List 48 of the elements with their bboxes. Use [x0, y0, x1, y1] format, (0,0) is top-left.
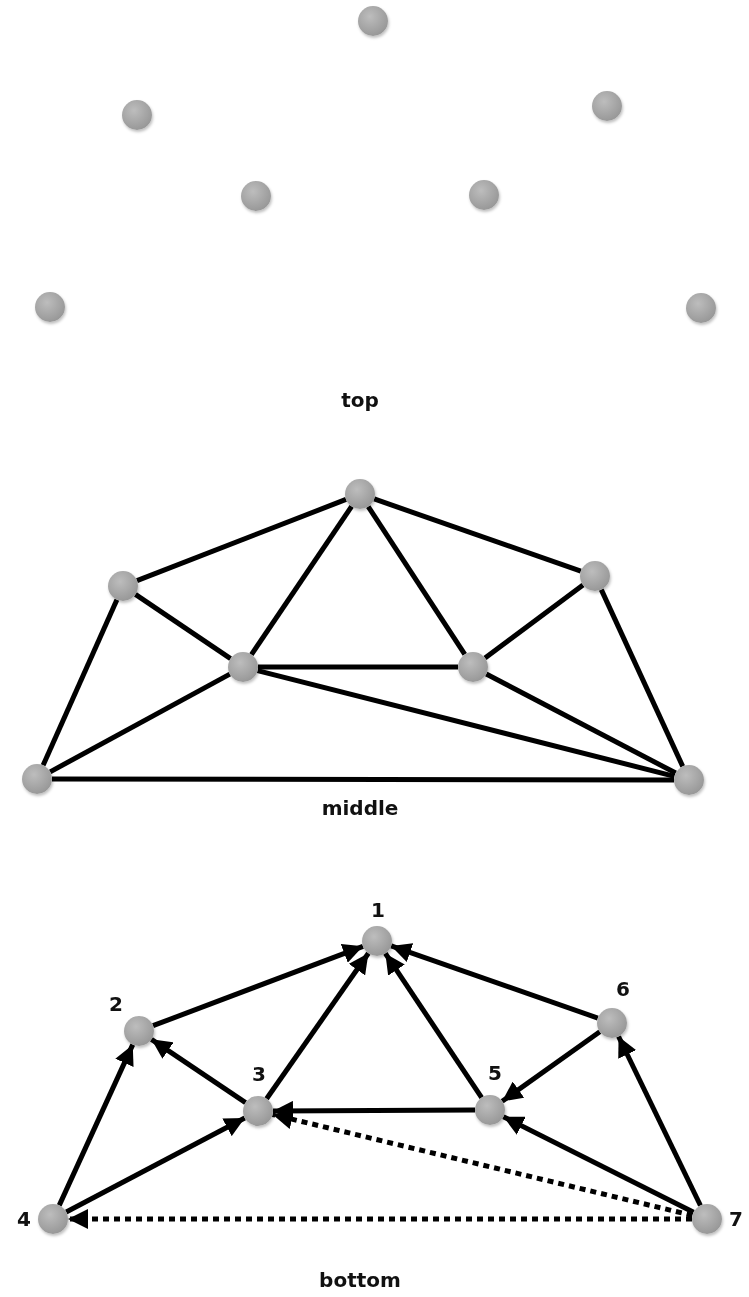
node-circle — [228, 652, 258, 682]
arrow — [264, 951, 371, 1101]
connector-line — [258, 664, 458, 670]
connector-line — [136, 497, 347, 583]
node-circle — [580, 561, 610, 591]
node-number: 4 — [17, 1208, 31, 1230]
arrow — [383, 952, 484, 1099]
arrow — [65, 1115, 246, 1215]
node-circle — [592, 91, 622, 121]
node-circle — [458, 652, 488, 682]
arrow — [152, 943, 364, 1029]
node-circle — [469, 180, 499, 210]
arrow — [150, 1037, 247, 1105]
arrow — [500, 1029, 602, 1104]
node-circle — [35, 292, 65, 322]
node-number: 2 — [109, 993, 123, 1015]
connector-line — [599, 588, 685, 768]
node-number: 5 — [488, 1062, 502, 1084]
node-circle — [358, 6, 388, 36]
connector-line — [134, 592, 232, 661]
connector-line — [49, 671, 231, 775]
panel-caption: bottom — [319, 1268, 401, 1292]
connector-line — [483, 582, 585, 661]
node-circle — [122, 100, 152, 130]
node-circle — [674, 765, 704, 795]
dashed-arrow — [68, 1209, 692, 1229]
node-number: 3 — [252, 1063, 266, 1085]
node-circle — [241, 181, 271, 211]
panel-caption: middle — [321, 796, 399, 820]
arrow — [390, 943, 599, 1021]
arrow — [502, 1114, 695, 1215]
connector-line — [373, 496, 582, 574]
node-circle — [22, 764, 52, 794]
node-number: 6 — [616, 978, 630, 1000]
node-circle — [345, 479, 375, 509]
panel-caption: top — [341, 388, 379, 412]
connector-line — [366, 505, 467, 656]
connector-line — [40, 598, 120, 767]
node-circle — [686, 293, 716, 323]
connector-line — [249, 505, 354, 656]
arrow — [616, 1035, 703, 1207]
arrow — [56, 1043, 136, 1207]
node-number: 1 — [371, 899, 385, 921]
node-number: 7 — [729, 1208, 743, 1230]
node-circle — [108, 571, 138, 601]
connector-line — [52, 776, 674, 783]
connector-line — [256, 668, 676, 779]
connector-line — [485, 671, 677, 776]
